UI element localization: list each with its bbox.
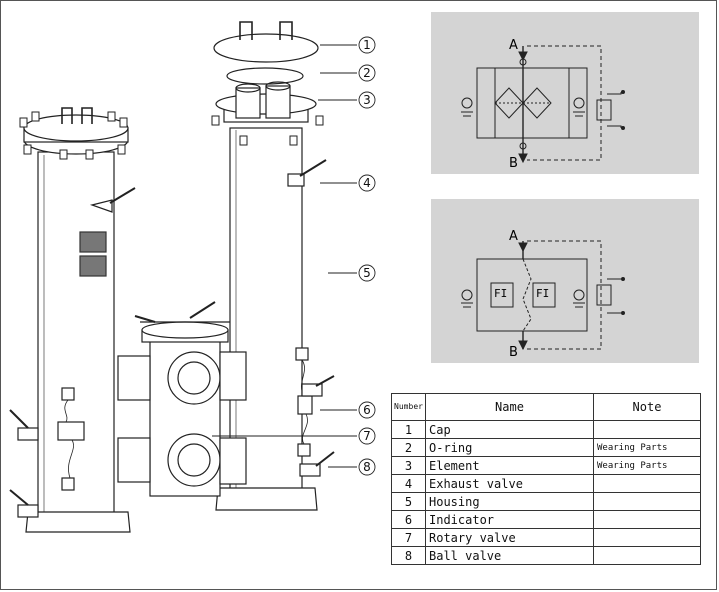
row-note bbox=[593, 474, 701, 493]
row-number: 6 bbox=[391, 510, 426, 529]
row-note bbox=[593, 492, 701, 511]
row-note bbox=[593, 546, 701, 565]
header-name: Name bbox=[425, 393, 594, 421]
header-number: Number bbox=[391, 393, 426, 421]
row-number: 7 bbox=[391, 528, 426, 547]
callout-5: 5 bbox=[363, 266, 371, 280]
port-a-label: A bbox=[509, 229, 518, 244]
schematic-panel-top: A B bbox=[431, 12, 699, 174]
port-a-label: A bbox=[509, 38, 518, 53]
callout-circles bbox=[358, 36, 376, 476]
row-note bbox=[593, 420, 701, 439]
row-number: 2 bbox=[391, 438, 426, 457]
row-number: 4 bbox=[391, 474, 426, 493]
row-note: Wearing Parts bbox=[593, 456, 701, 475]
row-name: Indicator bbox=[425, 510, 594, 529]
callout-8: 8 bbox=[363, 460, 371, 474]
callout-6: 6 bbox=[363, 403, 371, 417]
row-number: 3 bbox=[391, 456, 426, 475]
row-name: Exhaust valve bbox=[425, 474, 594, 493]
row-name: Ball valve bbox=[425, 546, 594, 565]
filter-element-label: FI bbox=[536, 287, 550, 300]
row-name: Cap bbox=[425, 420, 594, 439]
row-name: O-ring bbox=[425, 438, 594, 457]
callout-1: 1 bbox=[363, 38, 371, 52]
row-number: 5 bbox=[391, 492, 426, 511]
header-note: Note bbox=[593, 393, 701, 421]
table-header-row: Number Name Note bbox=[391, 393, 701, 421]
row-note: Wearing Parts bbox=[593, 438, 701, 457]
filter-element-label: FI bbox=[494, 287, 508, 300]
callout-7: 7 bbox=[363, 429, 371, 443]
right-housing bbox=[211, 21, 335, 511]
row-name: Housing bbox=[425, 492, 594, 511]
row-note bbox=[593, 510, 701, 529]
port-b-label: B bbox=[509, 345, 518, 360]
row-name: Rotary valve bbox=[425, 528, 594, 547]
schematic-panel-bottom: A B FI FI bbox=[431, 199, 699, 363]
callout-2: 2 bbox=[363, 66, 371, 80]
callout-leaders bbox=[212, 44, 357, 468]
callout-3: 3 bbox=[363, 93, 371, 107]
row-number: 1 bbox=[391, 420, 426, 439]
row-number: 8 bbox=[391, 546, 426, 565]
row-note bbox=[593, 528, 701, 547]
rotary-valve-body bbox=[117, 301, 247, 497]
callout-4: 4 bbox=[363, 176, 371, 190]
left-housing bbox=[9, 107, 136, 533]
row-name: Element bbox=[425, 456, 594, 475]
port-b-label: B bbox=[509, 156, 518, 171]
